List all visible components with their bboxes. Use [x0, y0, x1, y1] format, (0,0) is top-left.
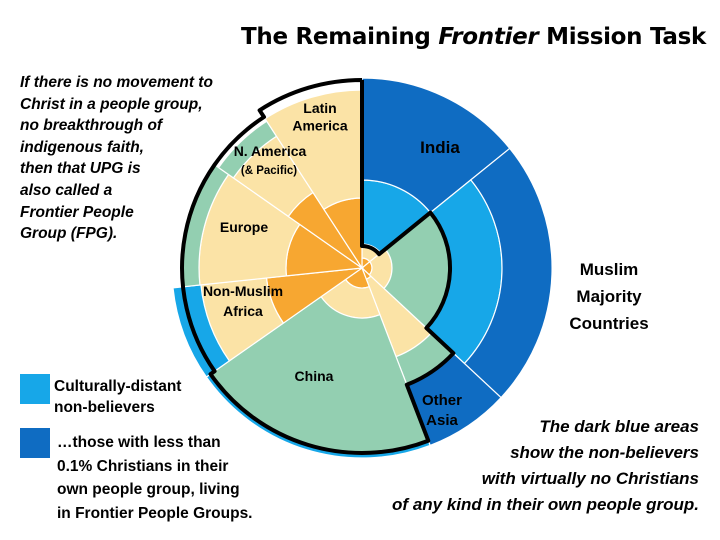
diagram-title: The Remaining Frontier Mission Task — [241, 24, 706, 50]
label-china: China — [295, 368, 334, 384]
intro-note: If there is no movement to Christ in a p… — [20, 74, 213, 243]
legend-label-frontier: …those with less than 0.1% Christians in… — [57, 434, 253, 522]
label-north-america: N. America — [234, 143, 307, 159]
legend-swatch-frontier — [20, 428, 50, 458]
label-europe: Europe — [220, 219, 268, 235]
legend-swatch-culturally-distant — [20, 374, 50, 404]
frontier-outline — [180, 78, 456, 455]
label-north-america-note: (& Pacific) — [241, 165, 297, 177]
dark-blue-explanation: The dark blue areas show the non-believe… — [392, 417, 699, 514]
label-india: India — [420, 138, 460, 157]
legend-label-culturally-distant: Culturally-distant non-believers — [54, 378, 182, 416]
